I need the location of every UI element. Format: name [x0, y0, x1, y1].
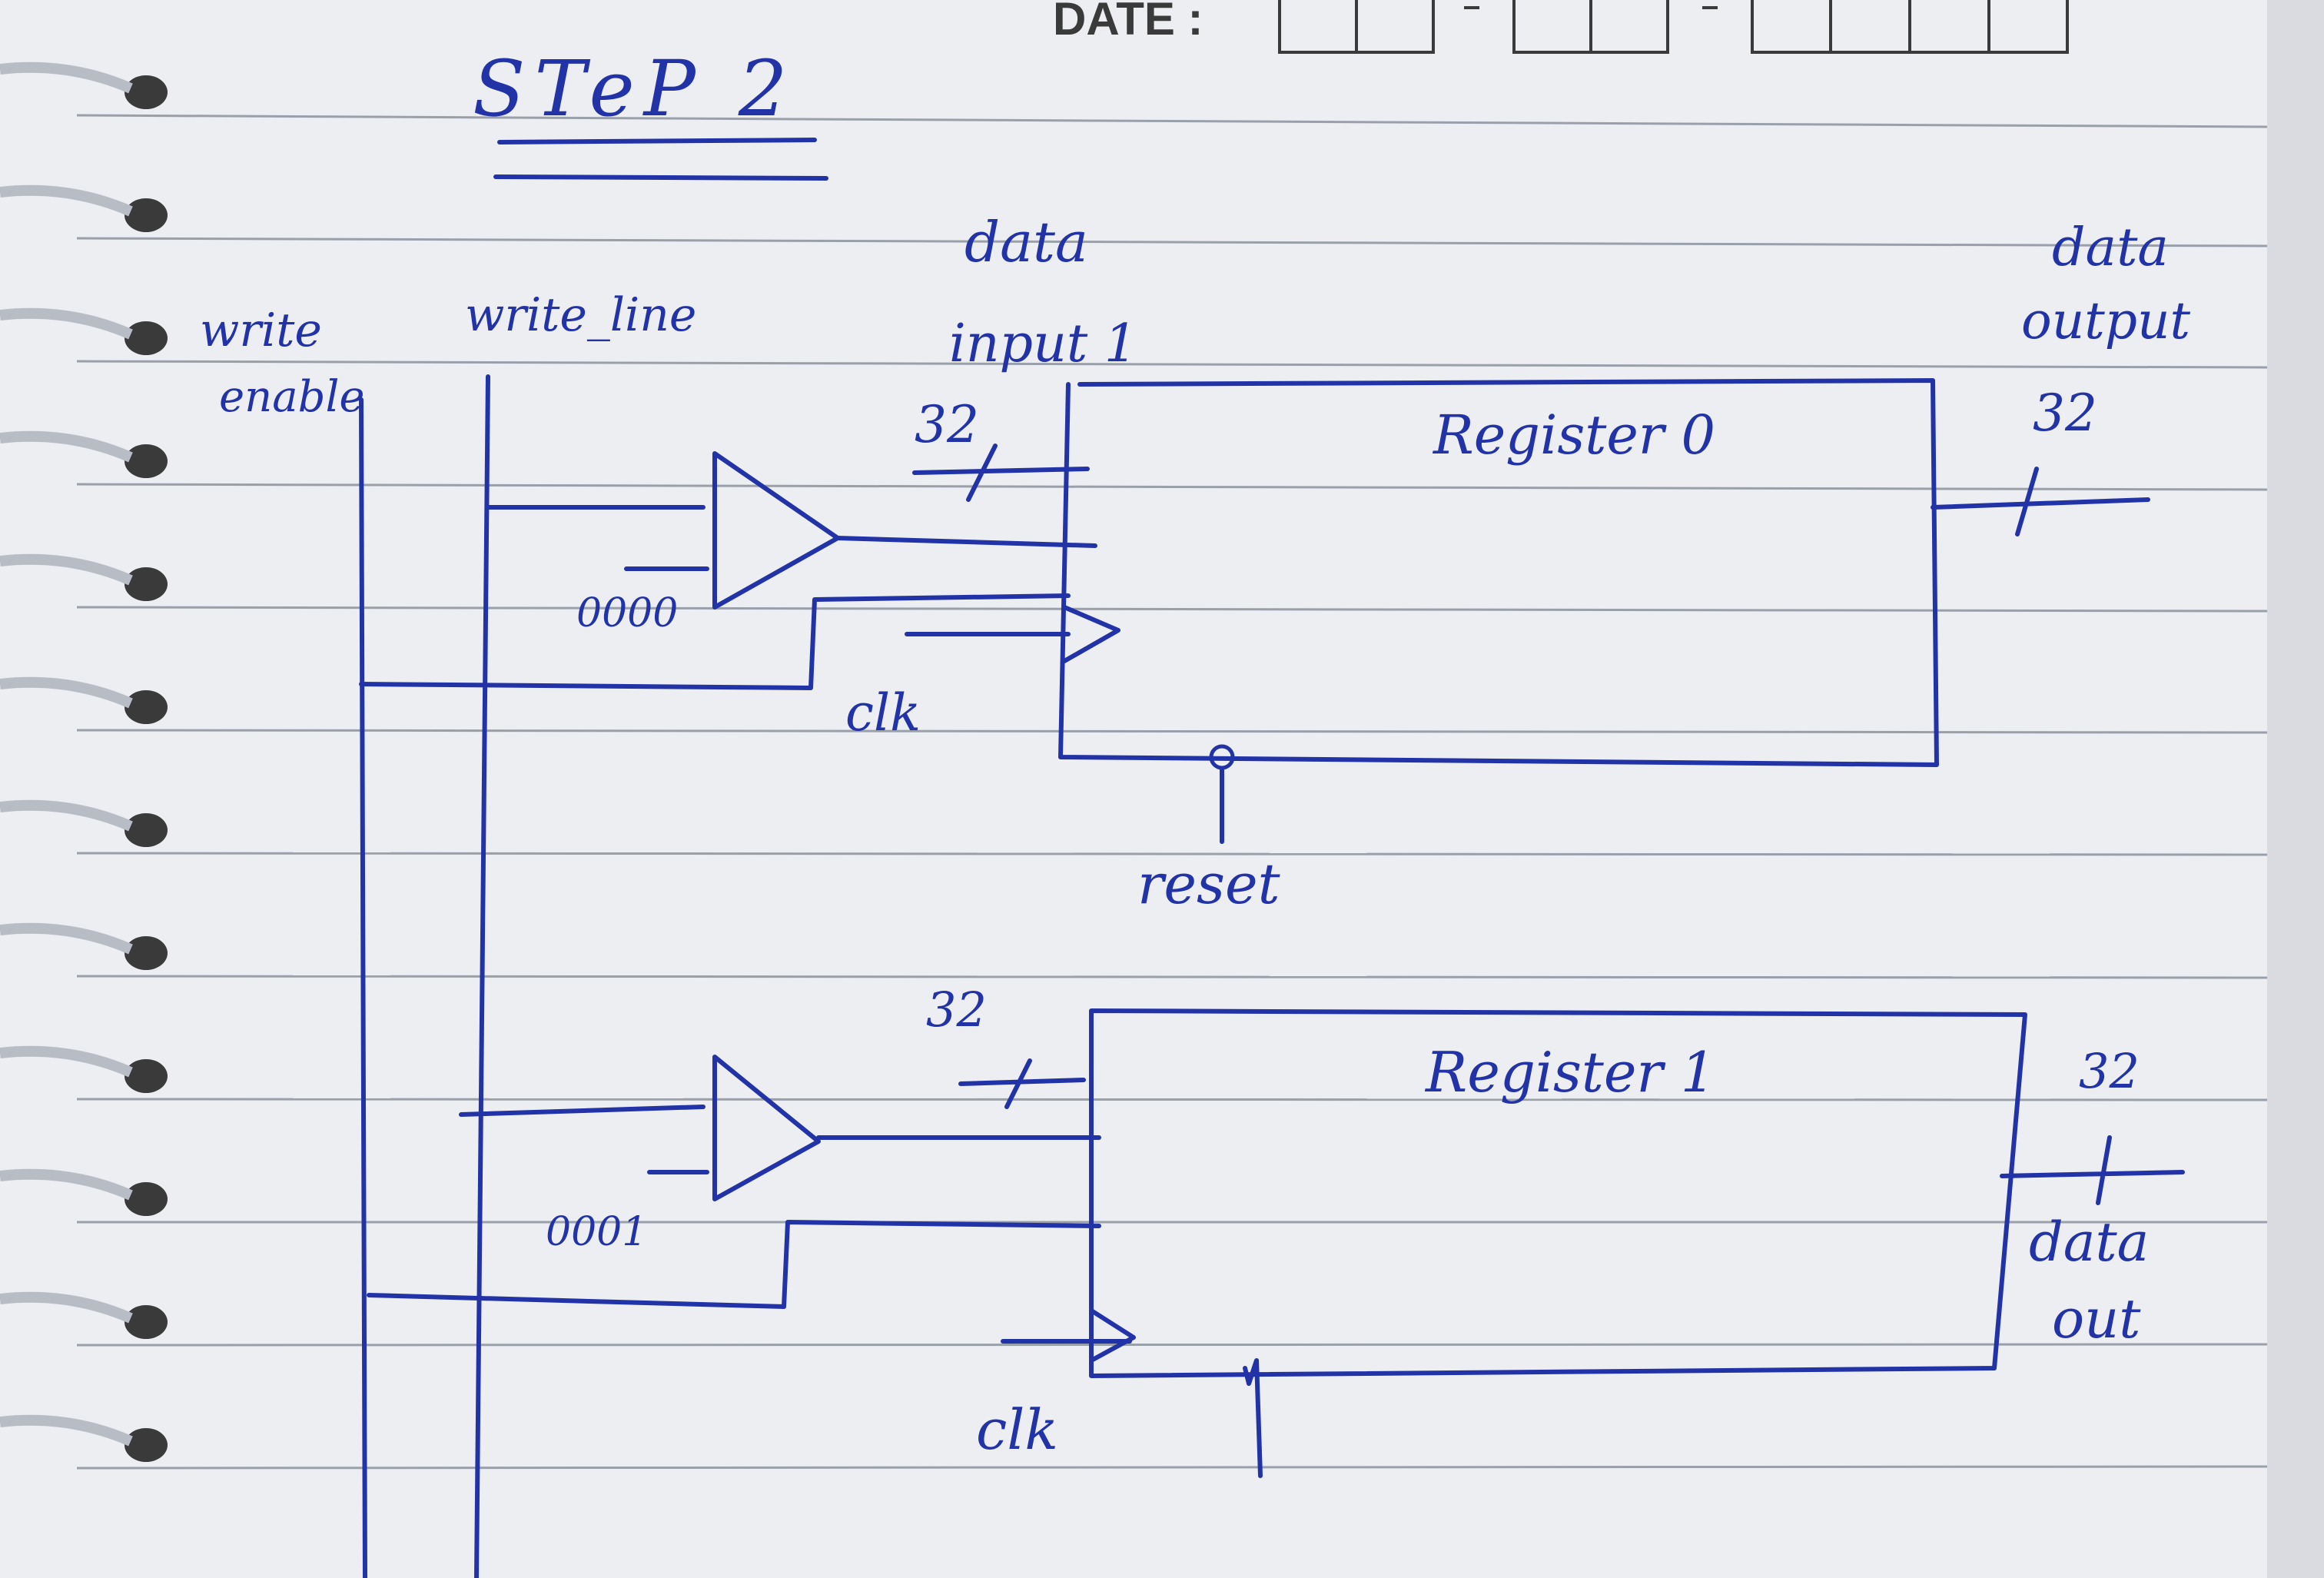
register-1-reset-wire	[1243, 1358, 1263, 1478]
register-0-input-width: 32	[915, 395, 979, 454]
register-0-output-wire	[1931, 467, 2150, 537]
register-1-output-wire	[2000, 1135, 2185, 1205]
register-1: Register 1 32 32 data out 0001 clk	[367, 982, 2185, 1478]
data-output-label-line2: output	[2021, 291, 2191, 350]
register-0-label: Register 0	[1432, 404, 1715, 467]
register-1-address: 0001	[546, 1209, 647, 1255]
date-header: DATE :	[1053, 0, 2069, 54]
page-title: STeP 2	[473, 44, 796, 134]
data-output-label-line1: data	[2052, 218, 2169, 278]
write-enable-bus	[359, 397, 367, 1578]
ruled-lines	[76, 114, 2268, 1470]
data-input-label-line1: data	[964, 210, 1088, 274]
reset-label: reset	[1137, 852, 1281, 916]
register-1-comparator-wires	[459, 1105, 1101, 1174]
register-1-comparator	[712, 1055, 821, 1201]
register-0-data-input-wire	[912, 444, 1090, 502]
register-1-data-input-wire	[958, 1058, 1086, 1109]
register-1-clock-input	[1001, 1308, 1136, 1363]
register-0-comparator-wires	[486, 505, 1097, 571]
register-1-input-width: 32	[926, 982, 987, 1038]
write-line-label: write_line	[465, 288, 696, 342]
register-0-address: 0000	[576, 590, 678, 636]
data-out-label-line2: out	[2052, 1287, 2141, 1350]
register-1-clk-label: clk	[976, 1397, 1058, 1462]
date-label: DATE :	[1053, 0, 1204, 45]
register-0-output-width: 32	[2033, 384, 2097, 443]
write-enable-label-line2: enable	[219, 372, 365, 422]
data-output-label: data output	[2021, 218, 2191, 350]
register-1-enable-wire	[367, 1220, 1101, 1309]
spiral-ring	[124, 75, 168, 1462]
register-0-comparator	[712, 451, 840, 610]
data-input-label-line2: input 1	[949, 314, 1137, 374]
register-0-clock-input	[905, 605, 1120, 663]
date-boxes	[1278, 0, 2069, 54]
data-out-label-line1: data	[2029, 1211, 2149, 1274]
write-enable-label: write enable	[200, 304, 365, 422]
data-input-label: data input 1	[949, 210, 1137, 374]
write-line-bus	[474, 374, 490, 1578]
register-0: Register 0 32 32 0000 clk reset	[359, 378, 2150, 916]
title-underline	[493, 138, 828, 181]
paper-edge	[2267, 0, 2324, 1578]
register-1-box	[1089, 1008, 2027, 1378]
spiral-binding	[0, 61, 168, 1462]
write-enable-label-line1: write	[200, 304, 322, 357]
register-1-label: Register 1	[1424, 1040, 1716, 1105]
register-0-clk-label: clk	[845, 683, 921, 742]
register-1-output-width: 32	[2079, 1043, 2140, 1099]
register-0-enable-wire	[359, 593, 1071, 690]
